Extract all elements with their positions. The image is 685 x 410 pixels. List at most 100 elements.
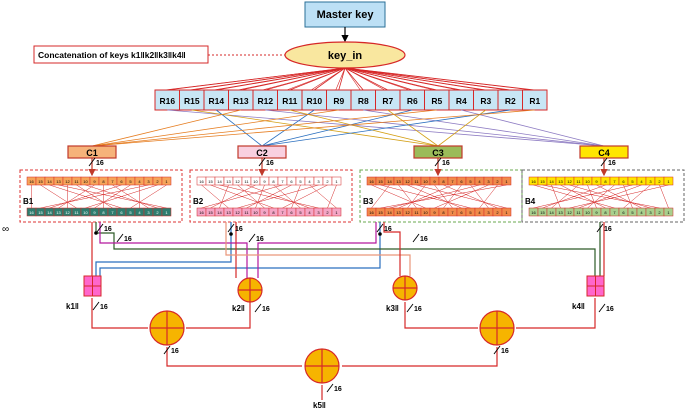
bit-cell-bottom-number: 13 <box>226 210 231 215</box>
round-label-r12: R12 <box>257 96 273 106</box>
block-label-b4: B4 <box>525 197 536 206</box>
bit-cell-bottom-number: 1 <box>667 210 670 215</box>
cross-line <box>261 109 413 147</box>
bit-cell-top-number: 3 <box>147 179 150 184</box>
bit-width-label: 16 <box>501 348 509 355</box>
fan-line <box>344 67 410 91</box>
permutation-line <box>255 184 265 209</box>
cross-line <box>261 109 315 147</box>
group-label-c2: C2 <box>256 148 268 158</box>
bit-cell-bottom-number: 10 <box>253 210 258 215</box>
bit-cell-top-number: 1 <box>165 179 168 184</box>
permutation-line <box>49 184 122 209</box>
bit-cell-bottom-number: 10 <box>83 210 88 215</box>
bit-cell-top-number: 7 <box>111 179 114 184</box>
bit-cell-top-number: 3 <box>649 179 652 184</box>
permutation-line <box>210 184 256 209</box>
bit-cell-top-number: 3 <box>317 179 320 184</box>
bit-cell-bottom-number: 15 <box>208 210 213 215</box>
bit-cell-bottom-number: 3 <box>649 210 652 215</box>
round-label-r1: R1 <box>529 96 540 106</box>
bit-width-tick <box>376 223 384 233</box>
bit-cell-bottom-number: 8 <box>102 210 105 215</box>
bit-cell-top-number: 5 <box>129 179 132 184</box>
permutation-line <box>479 184 498 209</box>
permutation-line <box>578 184 642 209</box>
bit-cell-bottom-number: 2 <box>326 210 329 215</box>
bit-cell-top-number: 5 <box>469 179 472 184</box>
bit-cell-top-number: 9 <box>595 179 598 184</box>
permutation-line <box>551 184 579 209</box>
bit-width-tick <box>88 157 96 167</box>
bit-cell-bottom-number: 4 <box>478 210 481 215</box>
bit-width-tick <box>596 223 604 233</box>
bit-cell-top-number: 7 <box>451 179 454 184</box>
bit-cell-bottom-number: 1 <box>335 210 338 215</box>
block-label-b1: B1 <box>23 197 34 206</box>
permutation-line <box>470 184 489 209</box>
bit-width-label: 16 <box>104 226 112 233</box>
permutation-line <box>542 184 606 209</box>
round-label-r7: R7 <box>382 96 393 106</box>
cross-line <box>461 109 605 147</box>
bit-cell-top-number: 4 <box>138 179 141 184</box>
fan-line <box>344 67 385 91</box>
bit-cell-top-number: 5 <box>631 179 634 184</box>
bit-cell-bottom-number: 2 <box>658 210 661 215</box>
round-label-r5: R5 <box>431 96 442 106</box>
bit-cell-top-number: 10 <box>585 179 590 184</box>
bit-cell-top-number: 13 <box>396 179 401 184</box>
block-frame-b1 <box>19 169 183 223</box>
bit-cell-bottom-number: 16 <box>29 210 34 215</box>
bit-width-tick <box>412 233 420 243</box>
permutation-line <box>40 184 149 209</box>
permutation-line <box>443 184 462 209</box>
bit-width-tick <box>600 157 608 167</box>
cross-line <box>289 109 439 147</box>
bit-cell-top-number: 16 <box>199 179 204 184</box>
permutation-line <box>327 184 337 209</box>
fan-line <box>338 67 346 91</box>
fan-line <box>344 67 434 91</box>
bit-width-label: 16 <box>384 226 392 233</box>
bit-cell-bottom-number: 8 <box>604 210 607 215</box>
fan-line <box>344 67 483 91</box>
side-infinity-symbol: ∞ <box>2 224 9 235</box>
bit-width-tick <box>258 157 266 167</box>
group-label-c3: C3 <box>432 148 444 158</box>
k1-box <box>83 275 102 297</box>
bit-width-tick <box>254 303 262 313</box>
bit-width-label: 16 <box>266 160 274 167</box>
bit-width-label: 16 <box>124 236 132 243</box>
permutation-line <box>58 184 95 209</box>
permutation-line <box>201 184 283 209</box>
bit-cell-bottom-number: 16 <box>531 210 536 215</box>
permutation-line <box>94 184 131 209</box>
lower-wiring <box>91 222 605 400</box>
bit-cell-bottom-number: 4 <box>138 210 141 215</box>
cross-line <box>265 109 605 147</box>
bit-cell-top-number: 16 <box>531 179 536 184</box>
bit-cell-top-number: 9 <box>433 179 436 184</box>
bit-cell-top-number: 10 <box>253 179 258 184</box>
bit-cell-top-number: 11 <box>576 179 581 184</box>
bit-width-label: 16 <box>96 160 104 167</box>
bit-width-tick <box>116 233 124 243</box>
bit-cell-bottom-number: 8 <box>442 210 445 215</box>
bit-cell-top-number: 7 <box>281 179 284 184</box>
bit-cell-top-number: 13 <box>558 179 563 184</box>
k4-label: k4‖ <box>572 302 585 311</box>
bit-cell-bottom-number: 12 <box>235 210 240 215</box>
permutation-line <box>623 184 651 209</box>
bit-cell-bottom-number: 10 <box>423 210 428 215</box>
round-label-r10: R10 <box>306 96 322 106</box>
round-label-r14: R14 <box>208 96 224 106</box>
permutation-line <box>407 184 426 209</box>
bit-cell-top-number: 6 <box>290 179 293 184</box>
cross-line <box>363 109 605 147</box>
permutation-line <box>551 184 561 209</box>
bit-cell-bottom-number: 12 <box>567 210 572 215</box>
bit-cell-bottom-number: 3 <box>487 210 490 215</box>
